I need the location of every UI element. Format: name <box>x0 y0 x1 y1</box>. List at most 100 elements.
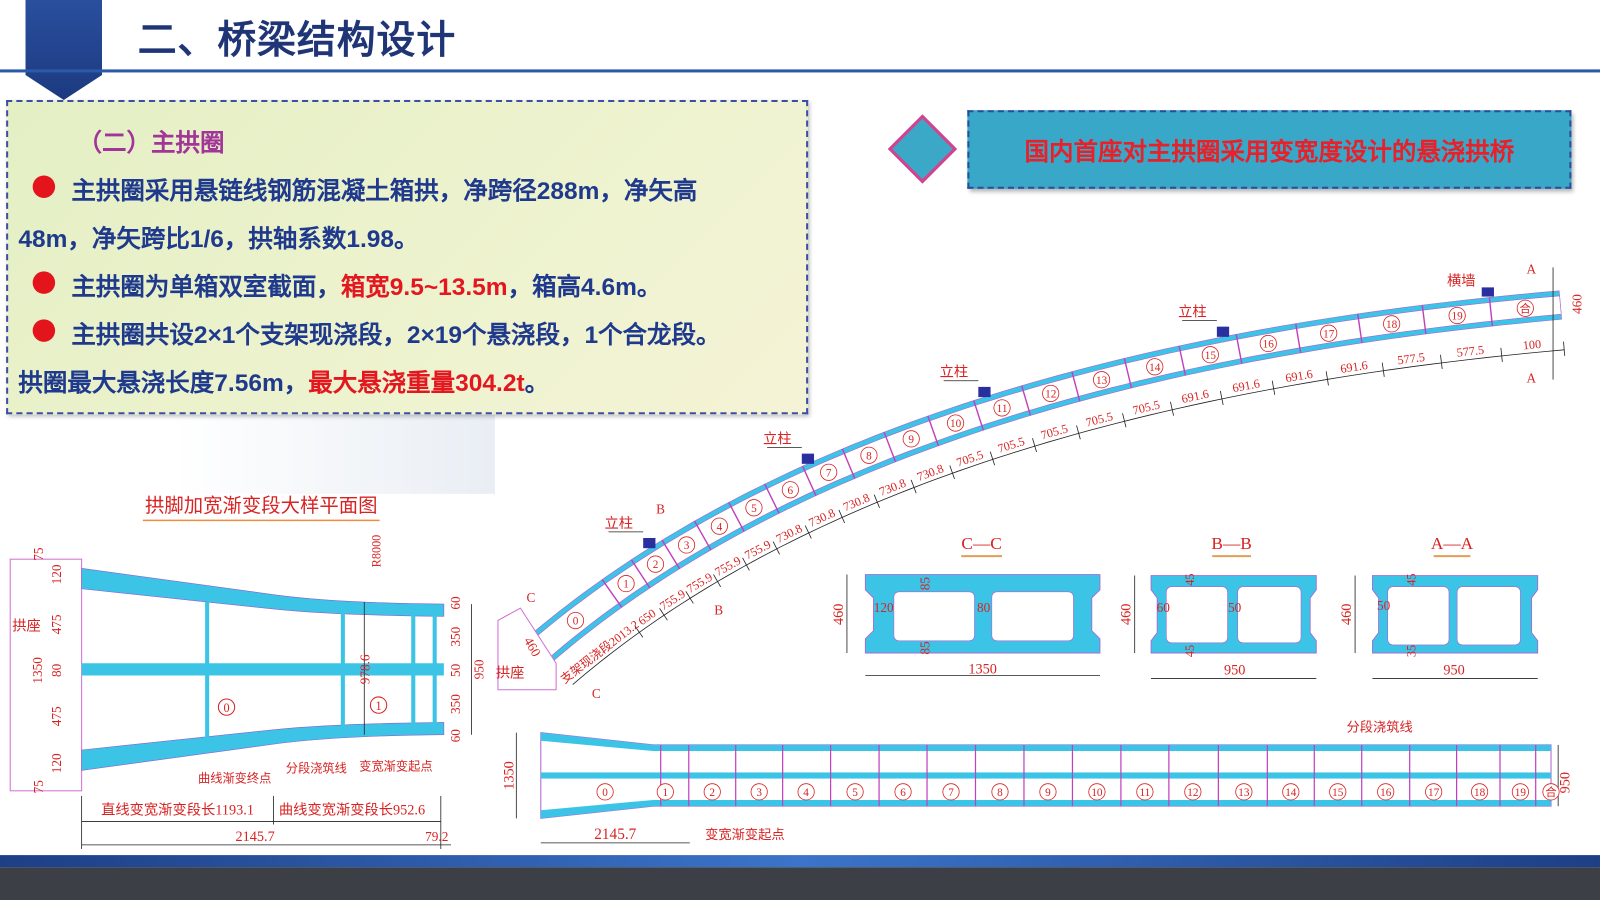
diaphragms <box>205 602 437 743</box>
segment-circle <box>1042 384 1060 403</box>
arch-dimension-label: 691.6 <box>1339 358 1368 376</box>
arch-segment-label: 19 <box>1452 311 1464 323</box>
arch-box-hollow <box>533 295 1562 658</box>
svg-text:475: 475 <box>49 614 64 634</box>
dimension-tick <box>1440 354 1443 370</box>
cast-line-label: 分段浇筑线 <box>286 760 347 775</box>
segment-circle <box>1516 299 1534 317</box>
dimension-tick <box>1500 347 1503 363</box>
middle-web <box>81 663 444 676</box>
svg-text:85: 85 <box>918 577 933 591</box>
widen-start-label: 变宽渐变起点 <box>359 758 432 773</box>
svg-text:85: 85 <box>918 641 933 655</box>
strip-segment-label: 14 <box>1285 787 1297 799</box>
section-mark-a: A <box>1527 261 1537 276</box>
svg-text:75: 75 <box>31 547 46 561</box>
section-b-b: B—B 460 60 50 45 45 950 <box>1119 534 1317 679</box>
dimension-tick <box>1271 380 1276 395</box>
segment-circle <box>1511 783 1529 801</box>
strip-segment-label: 2 <box>709 787 715 799</box>
cross-sections: C—C 460 120 80 85 85 1350 B—B <box>831 534 1539 679</box>
arch-dimension-label: 691.6 <box>1284 367 1313 385</box>
paragraph-2-text-end: ，箱高4.6m。 <box>507 273 662 302</box>
dimension-tick <box>910 479 917 494</box>
arch-segment-label: 13 <box>1096 375 1108 387</box>
dimension-tick <box>659 608 668 621</box>
header-divider <box>0 69 1600 73</box>
segment-circle <box>860 446 878 464</box>
arch-dimension-line <box>572 349 1565 685</box>
arch-dimension-label: 650 <box>635 606 658 628</box>
strip-segment-label: 8 <box>997 787 1003 799</box>
strip-segment-label: 0 <box>602 787 608 799</box>
arch-segment-label: 14 <box>1149 362 1161 374</box>
segment-joint <box>661 539 681 570</box>
strip-segment-label: 4 <box>803 787 809 799</box>
section-title: A—A <box>1431 534 1474 553</box>
paragraph-3-text-end: 。 <box>524 369 550 397</box>
arch-segment-label: 6 <box>788 485 794 497</box>
segment-circle <box>820 463 838 481</box>
arch-dimension-label: 705.5 <box>1084 409 1114 429</box>
total-length-label: 2145.7 <box>235 829 274 845</box>
segment-circle <box>1136 783 1154 801</box>
svg-text:950: 950 <box>472 659 487 679</box>
dimension-tick <box>1032 438 1037 453</box>
arch-dimension-label: 705.5 <box>996 434 1026 456</box>
segment-circle <box>646 555 665 573</box>
plan-seg-0: 0 <box>223 701 229 715</box>
curve-length-label: 曲线变宽渐变段长952.6 <box>279 801 425 818</box>
svg-text:45: 45 <box>1404 573 1418 585</box>
arch-dimension-label: 100 <box>1522 337 1542 353</box>
section-subtitle: （二）主拱圈 <box>77 129 225 158</box>
arch-dimension-label: 705.5 <box>955 448 986 470</box>
strip-segment-label: 9 <box>1045 787 1051 799</box>
footer-bar <box>0 867 1600 900</box>
arch-segment-label: 1 <box>623 579 629 591</box>
svg-text:80: 80 <box>49 663 64 677</box>
arch-segment-label: 3 <box>684 540 690 552</box>
dimension-tick <box>1325 371 1329 386</box>
paragraph-2: 主拱圈为单箱双室截面，箱宽9.5~13.5m，箱高4.6m。 <box>71 266 661 302</box>
svg-text:1350: 1350 <box>968 661 997 677</box>
segment-circle <box>1329 783 1347 801</box>
page-title: 二、桥梁结构设计 <box>137 19 457 63</box>
paragraph-3-text: 拱圈最大悬浇长度7.56m， <box>18 369 309 397</box>
segment-circle <box>991 783 1009 801</box>
arch-dimension-label: 691.6 <box>1180 387 1210 406</box>
segment-circle <box>617 575 635 593</box>
strip-segment-label: 12 <box>1187 787 1198 799</box>
bottom-flange <box>81 722 445 771</box>
arch-dimension-label: 705.5 <box>1131 398 1161 418</box>
arch-segment-label: 9 <box>908 434 914 446</box>
arch-segment-label: 17 <box>1323 328 1335 340</box>
section-mark-b-bottom: B <box>714 602 723 617</box>
segment-circle <box>846 783 864 801</box>
svg-text:120: 120 <box>49 753 64 773</box>
segment-joint <box>693 520 712 551</box>
arch-segment-label: 12 <box>1045 389 1056 401</box>
strip-segment-label: 11 <box>1139 787 1150 799</box>
arch-segment-label: 2 <box>653 559 659 571</box>
svg-text:35: 35 <box>1404 645 1418 657</box>
straight-length-label: 直线变宽渐变段长1193.1 <box>101 801 254 818</box>
pier-marker <box>801 453 815 464</box>
arch-dimension-label: 577.5 <box>1397 350 1426 367</box>
dimension-tick <box>804 525 812 539</box>
pier-marker <box>1216 326 1230 337</box>
arch-static-labels: 拱座 460 C C B B A A 460 <box>496 261 1585 700</box>
pier-marker <box>643 537 656 549</box>
svg-text:50: 50 <box>448 663 463 677</box>
arch-segment-label: 5 <box>751 503 757 515</box>
plan-detail-title: 拱脚加宽渐变段大样平面图 <box>145 495 378 517</box>
strip-top-flange <box>540 732 1552 752</box>
section-mark-a-bottom: A <box>1527 371 1537 386</box>
svg-text:60: 60 <box>448 596 463 610</box>
arch-crown-height: 460 <box>1570 294 1585 314</box>
segment-circle <box>1146 358 1164 376</box>
right-dims: 60 350 50 350 60 950 <box>448 596 486 742</box>
svg-text:60: 60 <box>1157 600 1171 615</box>
segment-circle <box>1542 783 1560 801</box>
